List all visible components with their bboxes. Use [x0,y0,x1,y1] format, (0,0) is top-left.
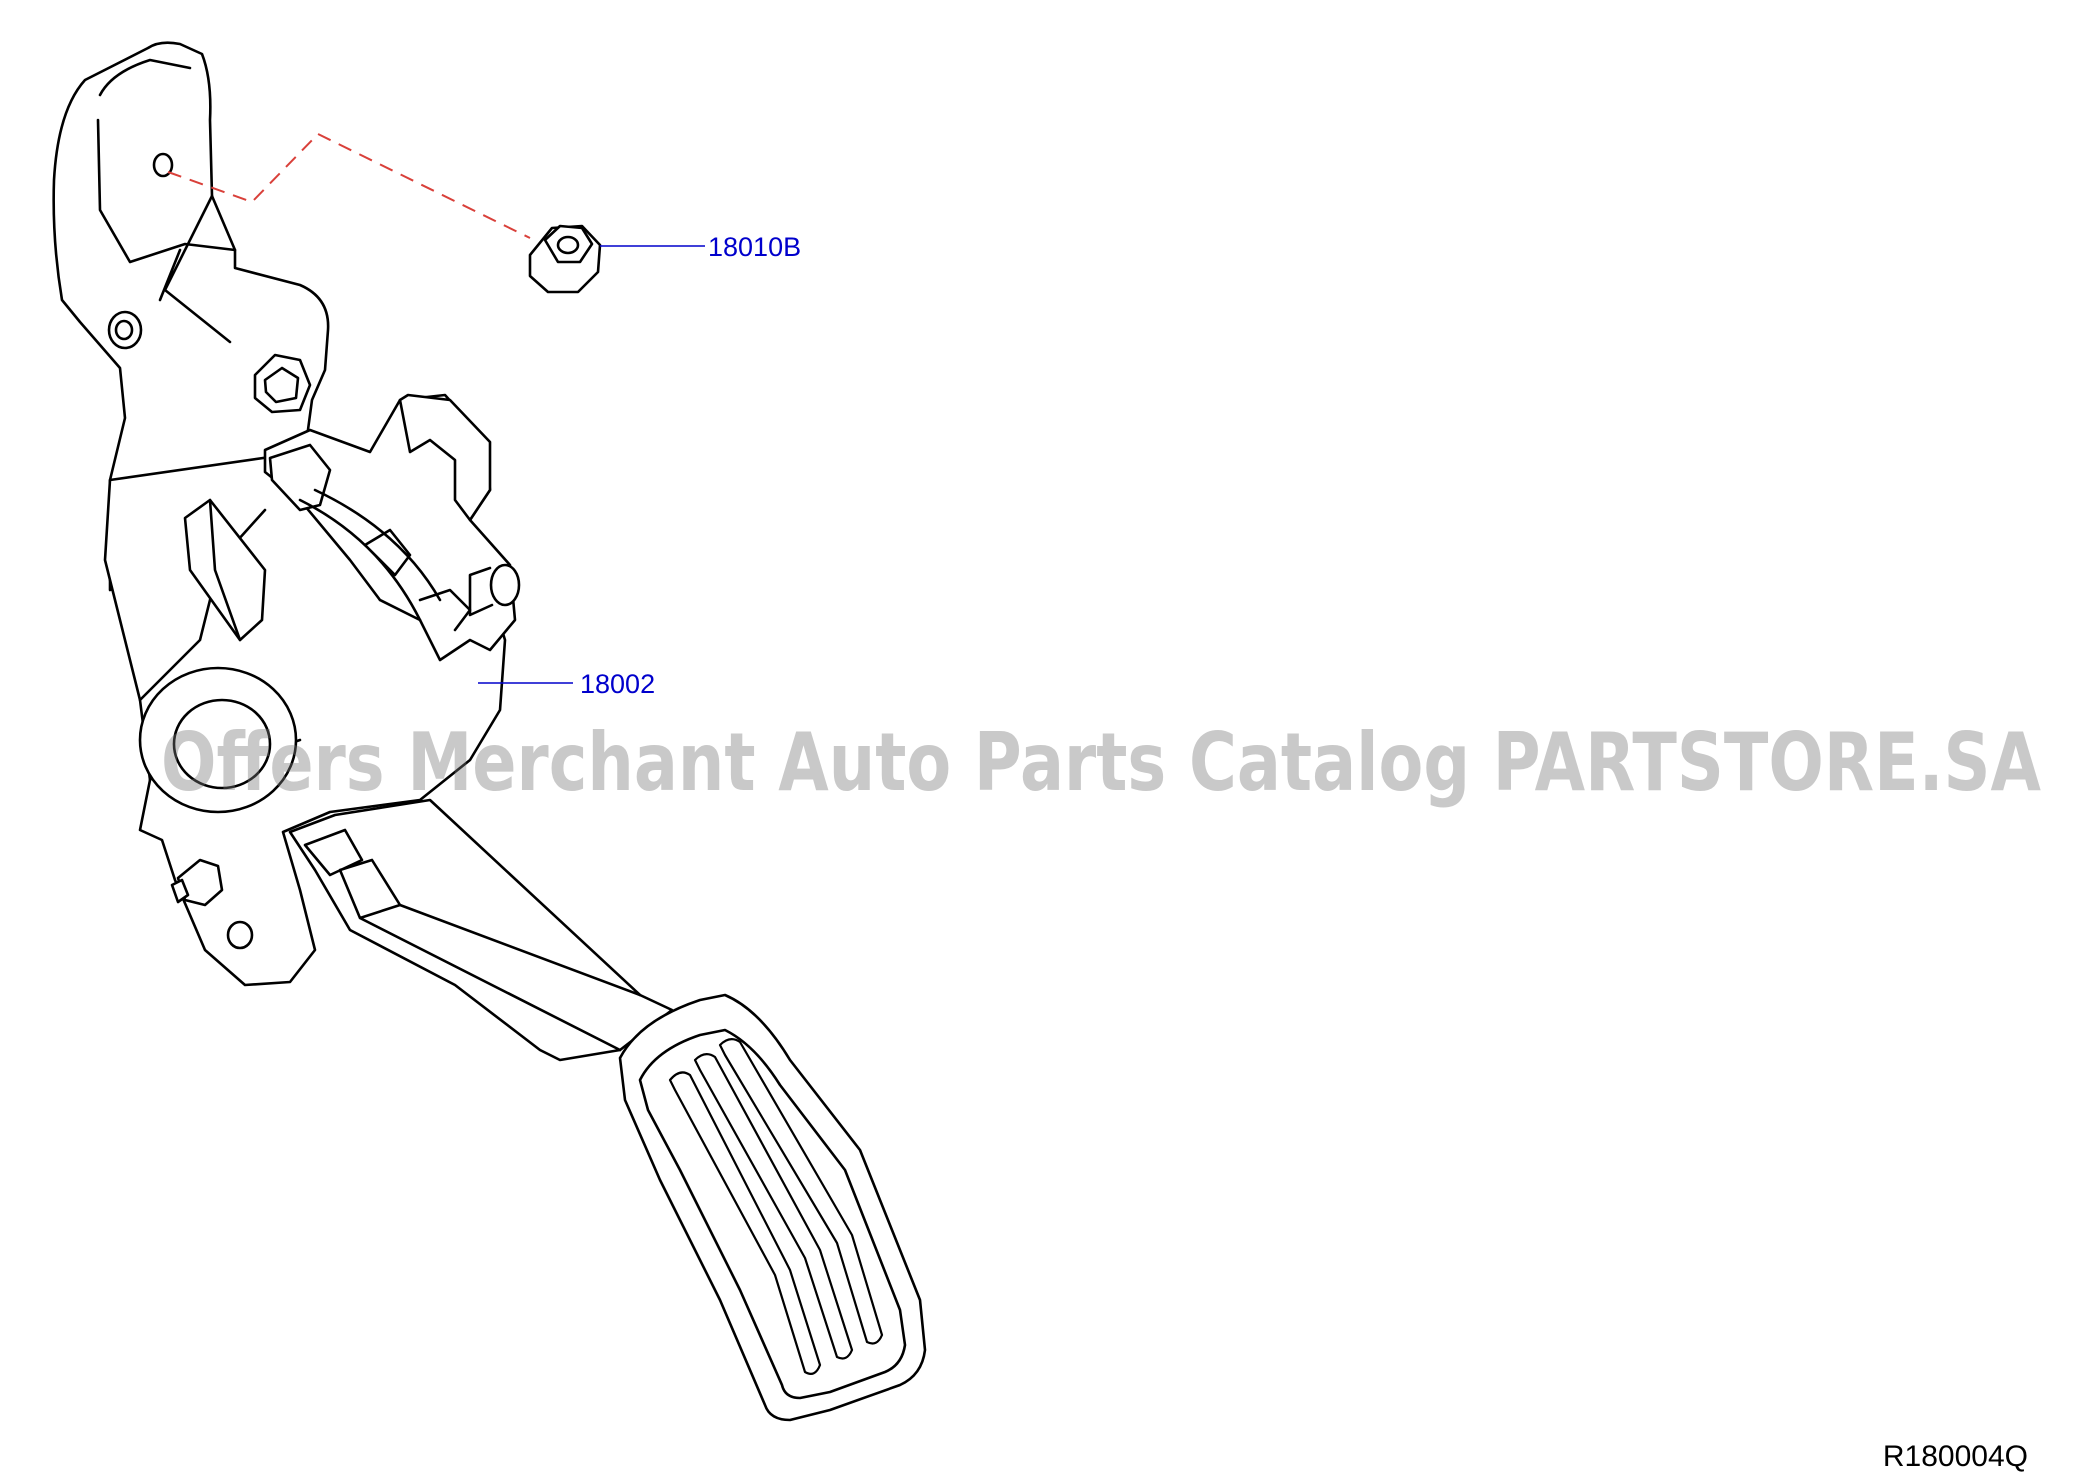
nut-bore [556,235,580,255]
diagram-code: R180004Q [1883,1440,2028,1473]
mounting-bracket [52,41,330,592]
callout-18002[interactable]: 18002 [580,669,655,699]
pedal-arm [288,798,674,1062]
side-tab-edge [208,498,242,642]
pedal-groove-1 [668,1071,822,1375]
sensor-connector [398,393,492,522]
pedal-pad [618,993,927,1422]
accelerator-pedal-assembly-icon [52,41,927,1422]
sensor-clip [268,443,332,512]
pedal-groove-3 [718,1038,884,1345]
pivot-boss-bore [172,698,272,790]
watermark: Offers Merchant Auto Parts Catalog PARTS… [161,716,2041,809]
pedal-pad-face [638,1028,907,1400]
sensor-shaft-body [468,566,494,617]
installation-leader-line [167,132,531,239]
harness-stud-tip [170,878,190,904]
pedal-groove-2 [693,1053,854,1360]
bracket-flange [158,194,232,344]
harness-stud [176,858,224,907]
pedal-arm-rib [303,828,642,1052]
flange-nut-icon [528,224,602,294]
bracket-bolt-face [263,366,300,404]
bracket-inner-edge [96,58,237,264]
sensor-rim [298,488,472,632]
housing-rivet [226,920,254,950]
bracket-hole [152,152,174,178]
sensor-shaft [489,563,521,607]
callout-18010B[interactable]: 18010B [708,232,801,262]
bracket-bolt-hole-inner [114,319,134,341]
